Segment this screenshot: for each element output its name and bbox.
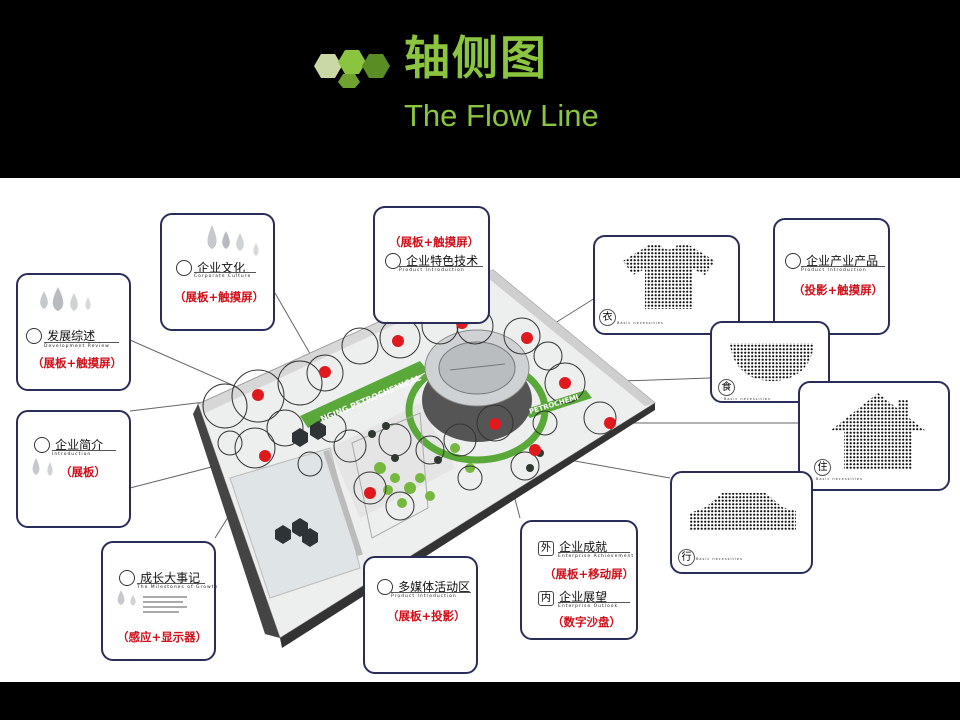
card-title: 企业特色技术 (406, 254, 479, 268)
necessity-char: 衣 (599, 309, 616, 326)
card-subtitle: Product Introduction (801, 268, 867, 273)
card-development-review[interactable]: 发展综述 Development Review （展板+触摸屏） (16, 273, 131, 391)
timeline-text-placeholder (143, 596, 187, 613)
divider (801, 266, 885, 267)
header: 轴侧图 The Flow Line (0, 0, 960, 178)
card-subtitle: Product Introduction (391, 594, 457, 599)
card-introduction[interactable]: 企业简介 Introduction （展板） (16, 410, 131, 528)
card-housing[interactable]: 住 Basic necessities (798, 381, 950, 491)
footer-bar (0, 682, 960, 720)
necessity-char: 行 (678, 549, 695, 566)
divider (558, 552, 630, 553)
card-title: 多媒体活动区 (398, 580, 471, 594)
floorplan-stage: NGING PETROCHEMICAL PETROCHEMI 发展综述 Deve… (0, 178, 960, 682)
card-tag: （投影+触摸屏） (793, 283, 884, 297)
card-title-outlook: 企业展望 (559, 590, 608, 604)
hexagon-logo (314, 50, 390, 88)
circle-icon (785, 252, 801, 269)
drops-icon (40, 287, 91, 311)
card-title-achievement: 企业成就 (559, 540, 608, 554)
card-clothing[interactable]: 衣 Basic necessities (593, 235, 740, 335)
card-travel[interactable]: 行 Basic necessities (670, 471, 813, 574)
page-title: 轴侧图 (404, 31, 548, 85)
card-subtitle-outlook: Enterprise Outlook (558, 604, 619, 609)
divider (391, 592, 471, 593)
divider (558, 602, 630, 603)
house-icon (830, 393, 926, 469)
circle-icon (26, 327, 42, 344)
necessity-sub: Basic necessities (696, 557, 743, 561)
card-title: 企业产业产品 (806, 254, 879, 268)
shirt-icon (623, 245, 715, 309)
badge-outer: 外 (538, 541, 554, 556)
card-tag: （展板+触摸屏） (32, 356, 123, 370)
divider (137, 583, 205, 584)
drops-icon (117, 590, 136, 606)
necessity-sub: Basic necessities (816, 477, 863, 481)
bowl-icon (730, 343, 814, 381)
circle-icon (119, 569, 135, 586)
circle-icon (176, 259, 192, 276)
divider (44, 342, 119, 343)
card-multimedia[interactable]: 多媒体活动区 Product Introduction （展板+投影） (363, 556, 478, 674)
necessity-char: 食 (718, 379, 735, 396)
card-tag: （展板） (60, 465, 106, 479)
card-subtitle: The Milestones of Growth (137, 585, 219, 590)
divider (52, 450, 116, 451)
necessity-sub: Basic necessities (724, 397, 771, 401)
card-tag: （感应+显示器） (117, 630, 208, 644)
card-subtitle-achievement: Enterprise Achievement (558, 554, 635, 559)
card-title: 发展综述 (47, 329, 96, 343)
card-tag-achievement: （展板+移动屏） (544, 567, 635, 581)
card-corporate-culture[interactable]: 企业文化 Corporate Culture （展板+触摸屏） (160, 213, 275, 331)
card-tag-outlook: （数字沙盘） (552, 615, 621, 629)
necessity-sub: Basic necessities (617, 321, 664, 325)
card-subtitle: Product Introduction (399, 268, 465, 273)
card-achievement-outlook[interactable]: 外 企业成就 Enterprise Achievement （展板+移动屏） 内… (520, 520, 638, 640)
necessity-char: 住 (814, 459, 831, 476)
drops-icon (207, 225, 259, 256)
divider (194, 272, 256, 273)
card-subtitle: Corporate Culture (194, 274, 252, 279)
card-milestones[interactable]: 成长大事记 The Milestones of Growth （感应+显示器） (101, 541, 219, 661)
card-featured-technology[interactable]: （展板+触摸屏） 企业特色技术 Product Introduction (373, 206, 490, 324)
card-tag: （展板+投影） (387, 609, 466, 623)
badge-inner: 内 (538, 591, 554, 606)
card-title: 成长大事记 (140, 571, 201, 585)
card-title: 企业简介 (55, 438, 104, 452)
drops-icon (32, 458, 53, 476)
car-icon (690, 493, 796, 531)
card-products[interactable]: 企业产业产品 Product Introduction （投影+触摸屏） (773, 218, 890, 335)
circle-icon (34, 436, 50, 453)
card-subtitle: Introduction (52, 452, 92, 457)
card-title: 企业文化 (197, 261, 246, 275)
card-tag: （展板+触摸屏） (174, 290, 265, 304)
page-subtitle: The Flow Line (404, 98, 599, 133)
card-tag: （展板+触摸屏） (389, 235, 480, 249)
divider (399, 266, 483, 267)
card-subtitle: Development Review (44, 344, 110, 349)
